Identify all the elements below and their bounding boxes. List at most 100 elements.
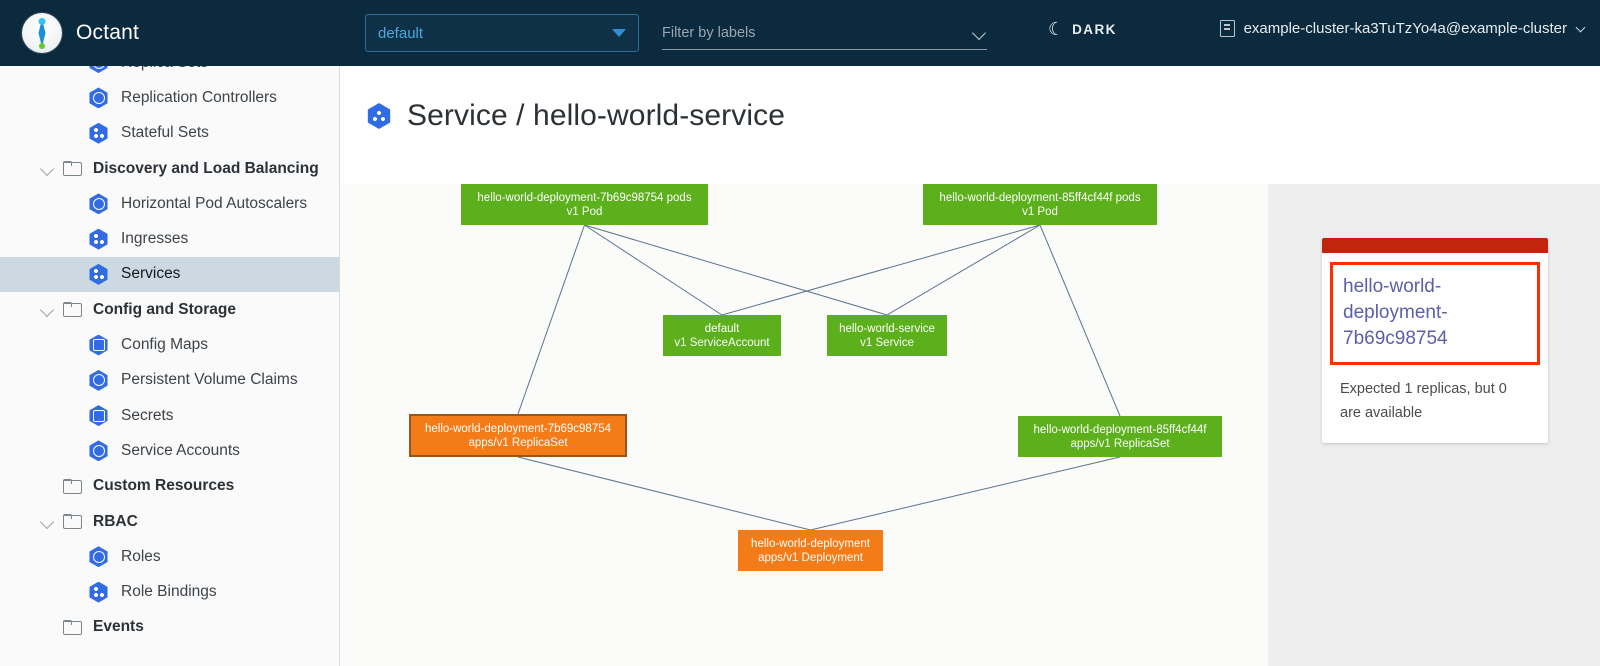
folder-icon: [63, 478, 82, 494]
folder-icon: [63, 161, 82, 177]
graph-edge: [517, 456, 811, 531]
folder-icon: [63, 302, 82, 318]
sidebar-item-services[interactable]: Services: [0, 256, 339, 293]
status-strip: [1322, 238, 1548, 253]
sidebar-item-label: Config and Storage: [93, 300, 236, 318]
sidebar-item-label: Discovery and Load Balancing: [93, 159, 319, 177]
sidebar-item-label: Service Accounts: [121, 441, 240, 459]
graph-node-kind: apps/v1 ReplicaSet: [1070, 437, 1170, 450]
page-title: Service / hello-world-service: [366, 99, 785, 133]
graph-edge: [584, 224, 888, 316]
label-filter-input[interactable]: Filter by labels: [662, 16, 987, 50]
sidebar-item-secrets[interactable]: Secrets: [0, 398, 339, 433]
k8s-replicationcontroller-icon: [89, 87, 108, 109]
sidebar-item-horizontal-pod-autoscalers[interactable]: Horizontal Pod Autoscalers: [0, 186, 339, 221]
dark-mode-label: DARK: [1072, 21, 1117, 37]
sidebar-navigation[interactable]: Replica SetsReplication ControllersState…: [0, 45, 340, 666]
graph-node-title: hello-world-deployment: [751, 537, 870, 550]
k8s-secret-icon: [89, 405, 108, 427]
sidebar-item-config-and-storage[interactable]: Config and Storage: [0, 292, 339, 327]
chevron-down-icon[interactable]: [973, 26, 987, 40]
namespace-value: default: [378, 24, 424, 42]
sidebar-item-stateful-sets[interactable]: Stateful Sets: [0, 116, 339, 151]
expander-placeholder: [36, 474, 60, 498]
moon-icon: ☾: [1048, 19, 1065, 39]
cluster-selector[interactable]: example-cluster-ka3TuTzYo4a@example-clus…: [1219, 20, 1586, 37]
graph-node-title: hello-world-deployment-7b69c98754 pods: [477, 191, 692, 204]
k8s-role-icon: [89, 546, 108, 568]
chevron-down-icon[interactable]: [36, 510, 60, 534]
label-filter-placeholder: Filter by labels: [662, 24, 756, 41]
sidebar-item-service-accounts[interactable]: Service Accounts: [0, 433, 339, 468]
k8s-serviceaccount-icon: [89, 440, 108, 462]
graph-node-title: hello-world-service: [839, 322, 935, 335]
sidebar-item-label: Stateful Sets: [121, 124, 209, 142]
sidebar-item-ingresses[interactable]: Ingresses: [0, 221, 339, 256]
k8s-statefulset-icon: [89, 122, 108, 144]
expander-placeholder: [36, 615, 60, 639]
status-message: Expected 1 replicas, but 0 are available: [1340, 381, 1507, 421]
resource-detail-card[interactable]: hello-world-deployment-7b69c98754 Expect…: [1322, 238, 1548, 443]
brand-name: Octant: [76, 21, 140, 44]
page-title-text: Service / hello-world-service: [407, 99, 786, 132]
sidebar-item-label: Ingresses: [121, 230, 189, 248]
sidebar-item-role-bindings[interactable]: Role Bindings: [0, 574, 339, 609]
octant-logo-icon: [22, 13, 62, 53]
sidebar-item-label: Events: [93, 618, 144, 636]
sidebar-item-rbac[interactable]: RBAC: [0, 504, 339, 539]
graph-edge: [886, 224, 1041, 316]
chevron-down-icon[interactable]: [36, 157, 60, 181]
sidebar-item-events[interactable]: Events: [0, 610, 339, 645]
sidebar-item-label: Services: [121, 265, 181, 283]
dark-mode-toggle[interactable]: ☾ DARK: [1048, 20, 1117, 38]
graph-edge: [584, 224, 723, 316]
sidebar-item-custom-resources[interactable]: Custom Resources: [0, 469, 339, 504]
cluster-icon: [1219, 20, 1235, 37]
k8s-ingress-icon: [89, 228, 108, 250]
sidebar-item-label: Replication Controllers: [121, 88, 277, 106]
top-header: Octant default Filter by labels ☾ DARK e…: [0, 0, 1600, 66]
namespace-select[interactable]: default: [365, 14, 639, 52]
sidebar-item-persistent-volume-claims[interactable]: Persistent Volume Claims: [0, 363, 339, 398]
resource-name-link[interactable]: hello-world-deployment-7b69c98754: [1330, 262, 1540, 365]
graph-edge: [1039, 224, 1121, 417]
chevron-down-icon[interactable]: [36, 298, 60, 322]
graph-edge: [517, 224, 585, 415]
k8s-rolebinding-icon: [89, 581, 108, 603]
folder-icon: [63, 514, 82, 529]
sidebar-item-config-maps[interactable]: Config Maps: [0, 327, 339, 362]
sidebar-item-replication-controllers[interactable]: Replication Controllers: [0, 80, 339, 115]
chevron-down-icon: [612, 29, 626, 37]
graph-node-kind: v1 ServiceAccount: [674, 336, 770, 349]
sidebar-item-label: Custom Resources: [93, 477, 235, 495]
sidebar-item-roles[interactable]: Roles: [0, 539, 339, 574]
graph-edges: [517, 224, 1121, 531]
graph-node-kind: v1 Pod: [566, 205, 603, 218]
main-content: Service / hello-world-service Summary Re…: [340, 66, 1600, 666]
graph-node-kind: v1 Pod: [1022, 205, 1058, 218]
sidebar-item-label: Persistent Volume Claims: [121, 371, 298, 389]
folder-icon: [63, 619, 82, 635]
sidebar-item-discovery-and-load-balancing[interactable]: Discovery and Load Balancing: [0, 151, 339, 186]
k8s-hpa-icon: [89, 193, 108, 215]
sidebar-item-label: Config Maps: [121, 336, 209, 354]
graph-node-title: hello-world-deployment-85ff4cf44f: [1033, 423, 1207, 436]
graph-node-title: hello-world-deployment-85ff4cf44f pods: [939, 191, 1141, 204]
brand[interactable]: Octant: [0, 13, 340, 53]
graph-node-kind: apps/v1 ReplicaSet: [468, 436, 568, 449]
sidebar-item-label: Secrets: [121, 406, 174, 424]
detail-panel: hello-world-deployment-7b69c98754 Expect…: [1268, 184, 1600, 666]
sidebar-item-label: Role Bindings: [121, 583, 217, 601]
k8s-configmap-icon: [89, 334, 108, 356]
cluster-name: example-cluster-ka3TuTzYo4a@example-clus…: [1243, 20, 1567, 37]
graph-node-kind: apps/v1 Deployment: [758, 551, 863, 564]
